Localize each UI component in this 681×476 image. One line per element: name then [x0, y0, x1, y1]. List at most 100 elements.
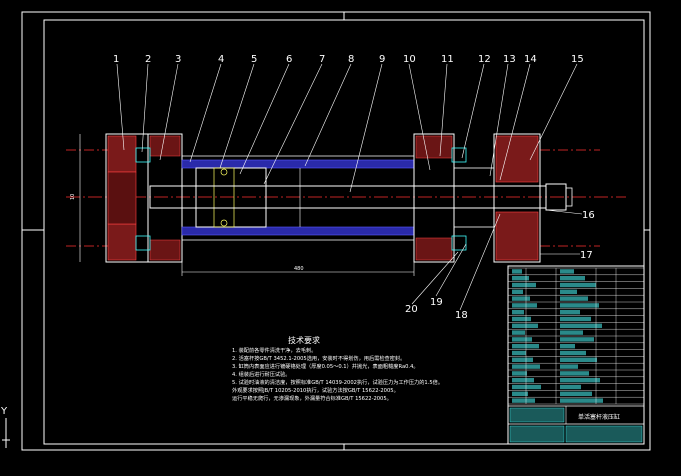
title-block-fill — [565, 425, 643, 443]
parts-list-cell-fill — [512, 378, 534, 383]
title-block-fill — [509, 407, 565, 423]
sheet-outer-border — [21, 11, 651, 451]
parts-list-cell-fill — [560, 330, 583, 335]
part-label-3: 3 — [175, 54, 181, 65]
part-label-13: 13 — [503, 54, 516, 65]
drawing-name: 单活塞杆液压缸 — [578, 413, 620, 421]
front-end-cap-hatch — [495, 135, 539, 183]
piston — [195, 167, 267, 228]
parts-list-cell-fill — [512, 289, 523, 294]
parts-list-cell-fill — [560, 269, 574, 274]
part-label-19: 19 — [430, 297, 443, 308]
tech-req-line: 运行平稳无爬行，无渗漏现象，外漏量符合标准GB/T 15622-2005。 — [232, 394, 392, 402]
tech-req-line: 2. 活塞杆按GB/T 3452.1-2005选用，安装时不得划伤，用后需检查密… — [232, 354, 405, 362]
parts-list-cell-fill — [560, 371, 589, 376]
piston-seal-ring — [220, 168, 228, 176]
rod-end-nut-inner — [565, 187, 573, 207]
tie-bolt — [451, 235, 467, 251]
cylinder-barrel-top — [181, 159, 415, 169]
parts-list-cell-fill — [512, 384, 541, 390]
parts-list-cell-fill — [512, 296, 530, 301]
parts-list-cell-fill — [512, 330, 525, 335]
part-label-6: 6 — [286, 54, 292, 65]
parts-list-cell-fill — [512, 337, 532, 342]
tie-bolt — [451, 147, 467, 163]
parts-list-cell-fill — [512, 310, 524, 315]
parts-list-cell-fill — [560, 384, 581, 390]
parts-list-cell-fill — [560, 391, 592, 396]
technical-requirements: 技术要求 1. 装配前各零件清洗干净，去毛刺。 2. 活塞杆按GB/T 3452… — [232, 335, 443, 402]
ucs-axis-icon: Y — [0, 406, 10, 448]
dimension-height-text: 10 — [70, 194, 76, 200]
parts-list-cell-fill — [512, 344, 539, 349]
parts-list-cell-fill — [512, 276, 529, 281]
parts-list-cell-fill — [560, 276, 585, 281]
parts-list-cell-fill — [512, 303, 537, 308]
parts-list-cell-fill — [512, 269, 522, 274]
leader-lines — [116, 63, 583, 311]
parts-list-cell-fill — [560, 323, 602, 328]
front-flange-hatch-b — [415, 237, 453, 261]
part-label-11: 11 — [441, 54, 454, 65]
parts-list-cell-fill — [560, 398, 603, 403]
parts-list-cell-fill — [560, 316, 591, 322]
parts-list-cell-fill — [560, 378, 600, 383]
piston-seal-ring — [220, 219, 228, 227]
rear-end-cap-core — [107, 171, 137, 225]
piston-seal — [213, 167, 235, 228]
parts-list-cell-fill — [512, 282, 536, 288]
tie-bolt — [135, 147, 151, 163]
tech-req-line: 外观要求按照JB/T 10205-2010执行，试验方法按GB/T 15622-… — [232, 386, 399, 394]
part-label-14: 14 — [524, 54, 537, 65]
parts-list-cell-fill — [512, 371, 527, 376]
part-label-20: 20 — [405, 304, 418, 315]
parts-list-cell-fill — [512, 391, 528, 396]
axis-y-label: Y — [0, 406, 8, 417]
part-label-4: 4 — [218, 54, 224, 65]
part-label-16: 16 — [582, 210, 595, 221]
part-label-5: 5 — [251, 54, 257, 65]
parts-list-cell-fill — [560, 296, 588, 301]
rear-flange-hatch — [149, 135, 181, 157]
part-labels: 1 2 3 4 5 6 7 8 9 10 11 12 13 14 15 16 1… — [113, 54, 595, 321]
parts-list-cell-fill — [512, 323, 538, 328]
parts-list-cell-fill — [560, 282, 596, 288]
part-label-7: 7 — [319, 54, 325, 65]
title-block-frame — [507, 265, 645, 445]
front-end-cap-hatch-b — [495, 211, 539, 261]
part-label-2: 2 — [145, 54, 151, 65]
parts-list-cell-fill — [560, 289, 577, 294]
front-end-cap — [493, 133, 541, 263]
parts-list-rows — [508, 267, 644, 405]
parts-list-cell-fill — [512, 350, 526, 356]
parts-list-cell-fill — [560, 350, 586, 356]
part-label-18: 18 — [455, 310, 468, 321]
part-label-10: 10 — [403, 54, 416, 65]
tech-req-line: 1. 装配前各零件清洗干净，去毛刺。 — [232, 346, 316, 354]
rear-end-cap-hatch-bottom — [107, 223, 137, 261]
front-flange-hatch — [415, 135, 453, 159]
parts-list-cell-fill — [560, 337, 594, 342]
tech-req-title: 技术要求 — [288, 335, 320, 345]
part-label-15: 15 — [571, 54, 584, 65]
title-block-fill — [509, 425, 565, 443]
dimension-length-text: 480 — [294, 266, 304, 272]
cylinder-barrel-bottom — [181, 226, 415, 236]
parts-list-cell-fill — [560, 310, 580, 315]
tie-bolt — [135, 235, 151, 251]
part-label-8: 8 — [348, 54, 354, 65]
parts-list-cell-fill — [560, 357, 597, 362]
parts-list-cell-fill — [560, 344, 575, 349]
part-label-12: 12 — [478, 54, 491, 65]
parts-list-cell-fill — [512, 316, 531, 322]
part-label-17: 17 — [580, 250, 593, 261]
tech-req-line: 3. 缸筒内表面应进行镀硬铬处理（厚度0.05～0.1）并抛光，表面粗糙度Ra0… — [232, 362, 419, 370]
parts-list-cell-fill — [560, 364, 578, 369]
part-label-9: 9 — [379, 54, 385, 65]
tech-req-line: 4. 组装后进行耐压试验。 — [232, 370, 290, 378]
tech-req-line: 5. 试验时油液的清洁度，按照标准GB/T 14039-2002执行，试验压力为… — [232, 378, 443, 386]
part-label-1: 1 — [113, 54, 119, 65]
title-block: 单活塞杆液压缸 — [507, 265, 645, 445]
rear-flange-hatch-b — [149, 239, 181, 261]
